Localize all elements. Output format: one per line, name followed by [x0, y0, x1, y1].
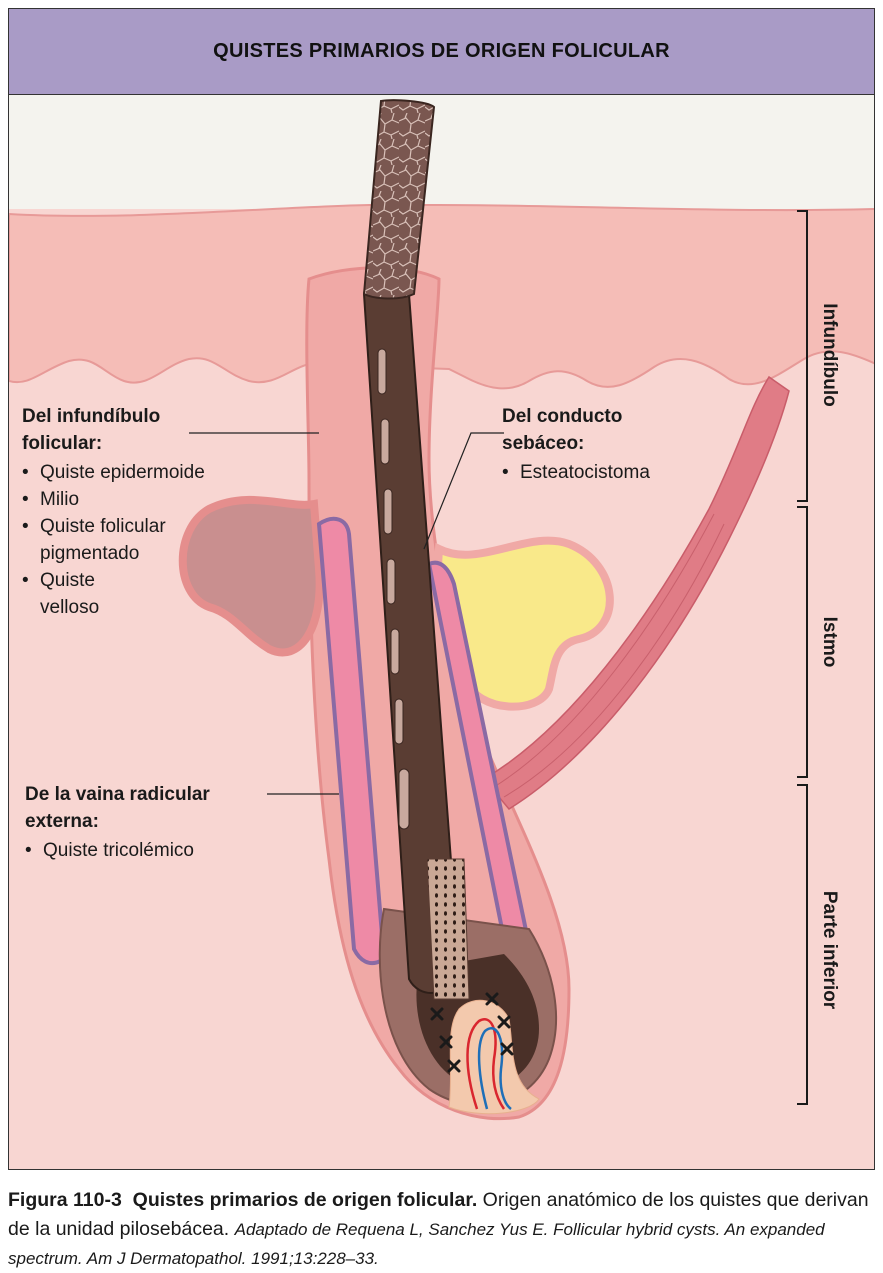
hair-medulla [377, 348, 410, 830]
page-title: QUISTES PRIMARIOS DE ORIGEN FOLICULAR [213, 40, 670, 62]
leader-lines [189, 432, 504, 795]
label-vaina-heading-1: De la vaina radicular [25, 784, 210, 805]
hair-shaft-emerged [362, 99, 436, 300]
matrix-cells [430, 992, 514, 1073]
figure-caption: Figura 110-3 Quistes primarios de origen… [8, 1186, 874, 1273]
header: QUISTES PRIMARIOS DE ORIGEN FOLICULAR [9, 9, 874, 95]
caption-figure-number: Figura 110-3 [8, 1189, 122, 1211]
list-item: Esteatocistoma [502, 459, 722, 486]
label-infundibulo: Del infundíbulo folicular: Quiste epider… [22, 403, 242, 621]
label-vaina: De la vaina radicular externa: Quiste tr… [25, 781, 275, 864]
zone-label-parte-inferior: Parte inferior [819, 890, 840, 1010]
caption-text: Origen anatómico de los quistes que deri… [8, 1189, 869, 1240]
list-item: Quiste epidermoide [22, 459, 242, 486]
label-vaina-list: Quiste tricolémico [25, 837, 275, 864]
label-conducto-heading-2: sebáceo: [502, 433, 585, 454]
list-item: Quiste velloso [22, 567, 120, 621]
arrector-pili-muscle [482, 375, 790, 810]
label-conducto: Del conducto sebáceo: Esteatocistoma [502, 403, 722, 486]
label-infundibulo-list: Quiste epidermoide Milio Quiste folicula… [22, 459, 242, 621]
epidermis [9, 204, 874, 390]
infundibular-cyst [178, 495, 324, 657]
zone-label-istmo: Istmo [819, 616, 840, 668]
zone-brackets [797, 210, 808, 1105]
keratogenous-zone [426, 858, 470, 1000]
label-conducto-heading-1: Del conducto [502, 406, 623, 427]
pilosebaceous-unit-illustration [9, 99, 874, 1169]
caption-title: Quistes primarios de origen folicular. [132, 1189, 478, 1211]
zone-label-infundibulo: Infundíbulo [819, 303, 840, 407]
list-item: Quiste tricolémico [25, 837, 275, 864]
figure-frame: QUISTES PRIMARIOS DE ORIGEN FOLICULAR De… [8, 8, 875, 1170]
caption-reference: Adaptado de Requena L, Sanchez Yus E. Fo… [8, 1220, 825, 1268]
list-item: Milio [22, 486, 242, 513]
label-infundibulo-heading-1: Del infundíbulo [22, 406, 161, 427]
label-vaina-heading-2: externa: [25, 811, 99, 832]
list-item: Quiste folicular pigmentado [22, 513, 170, 567]
label-infundibulo-heading-2: folicular: [22, 433, 103, 454]
label-conducto-list: Esteatocistoma [502, 459, 722, 486]
